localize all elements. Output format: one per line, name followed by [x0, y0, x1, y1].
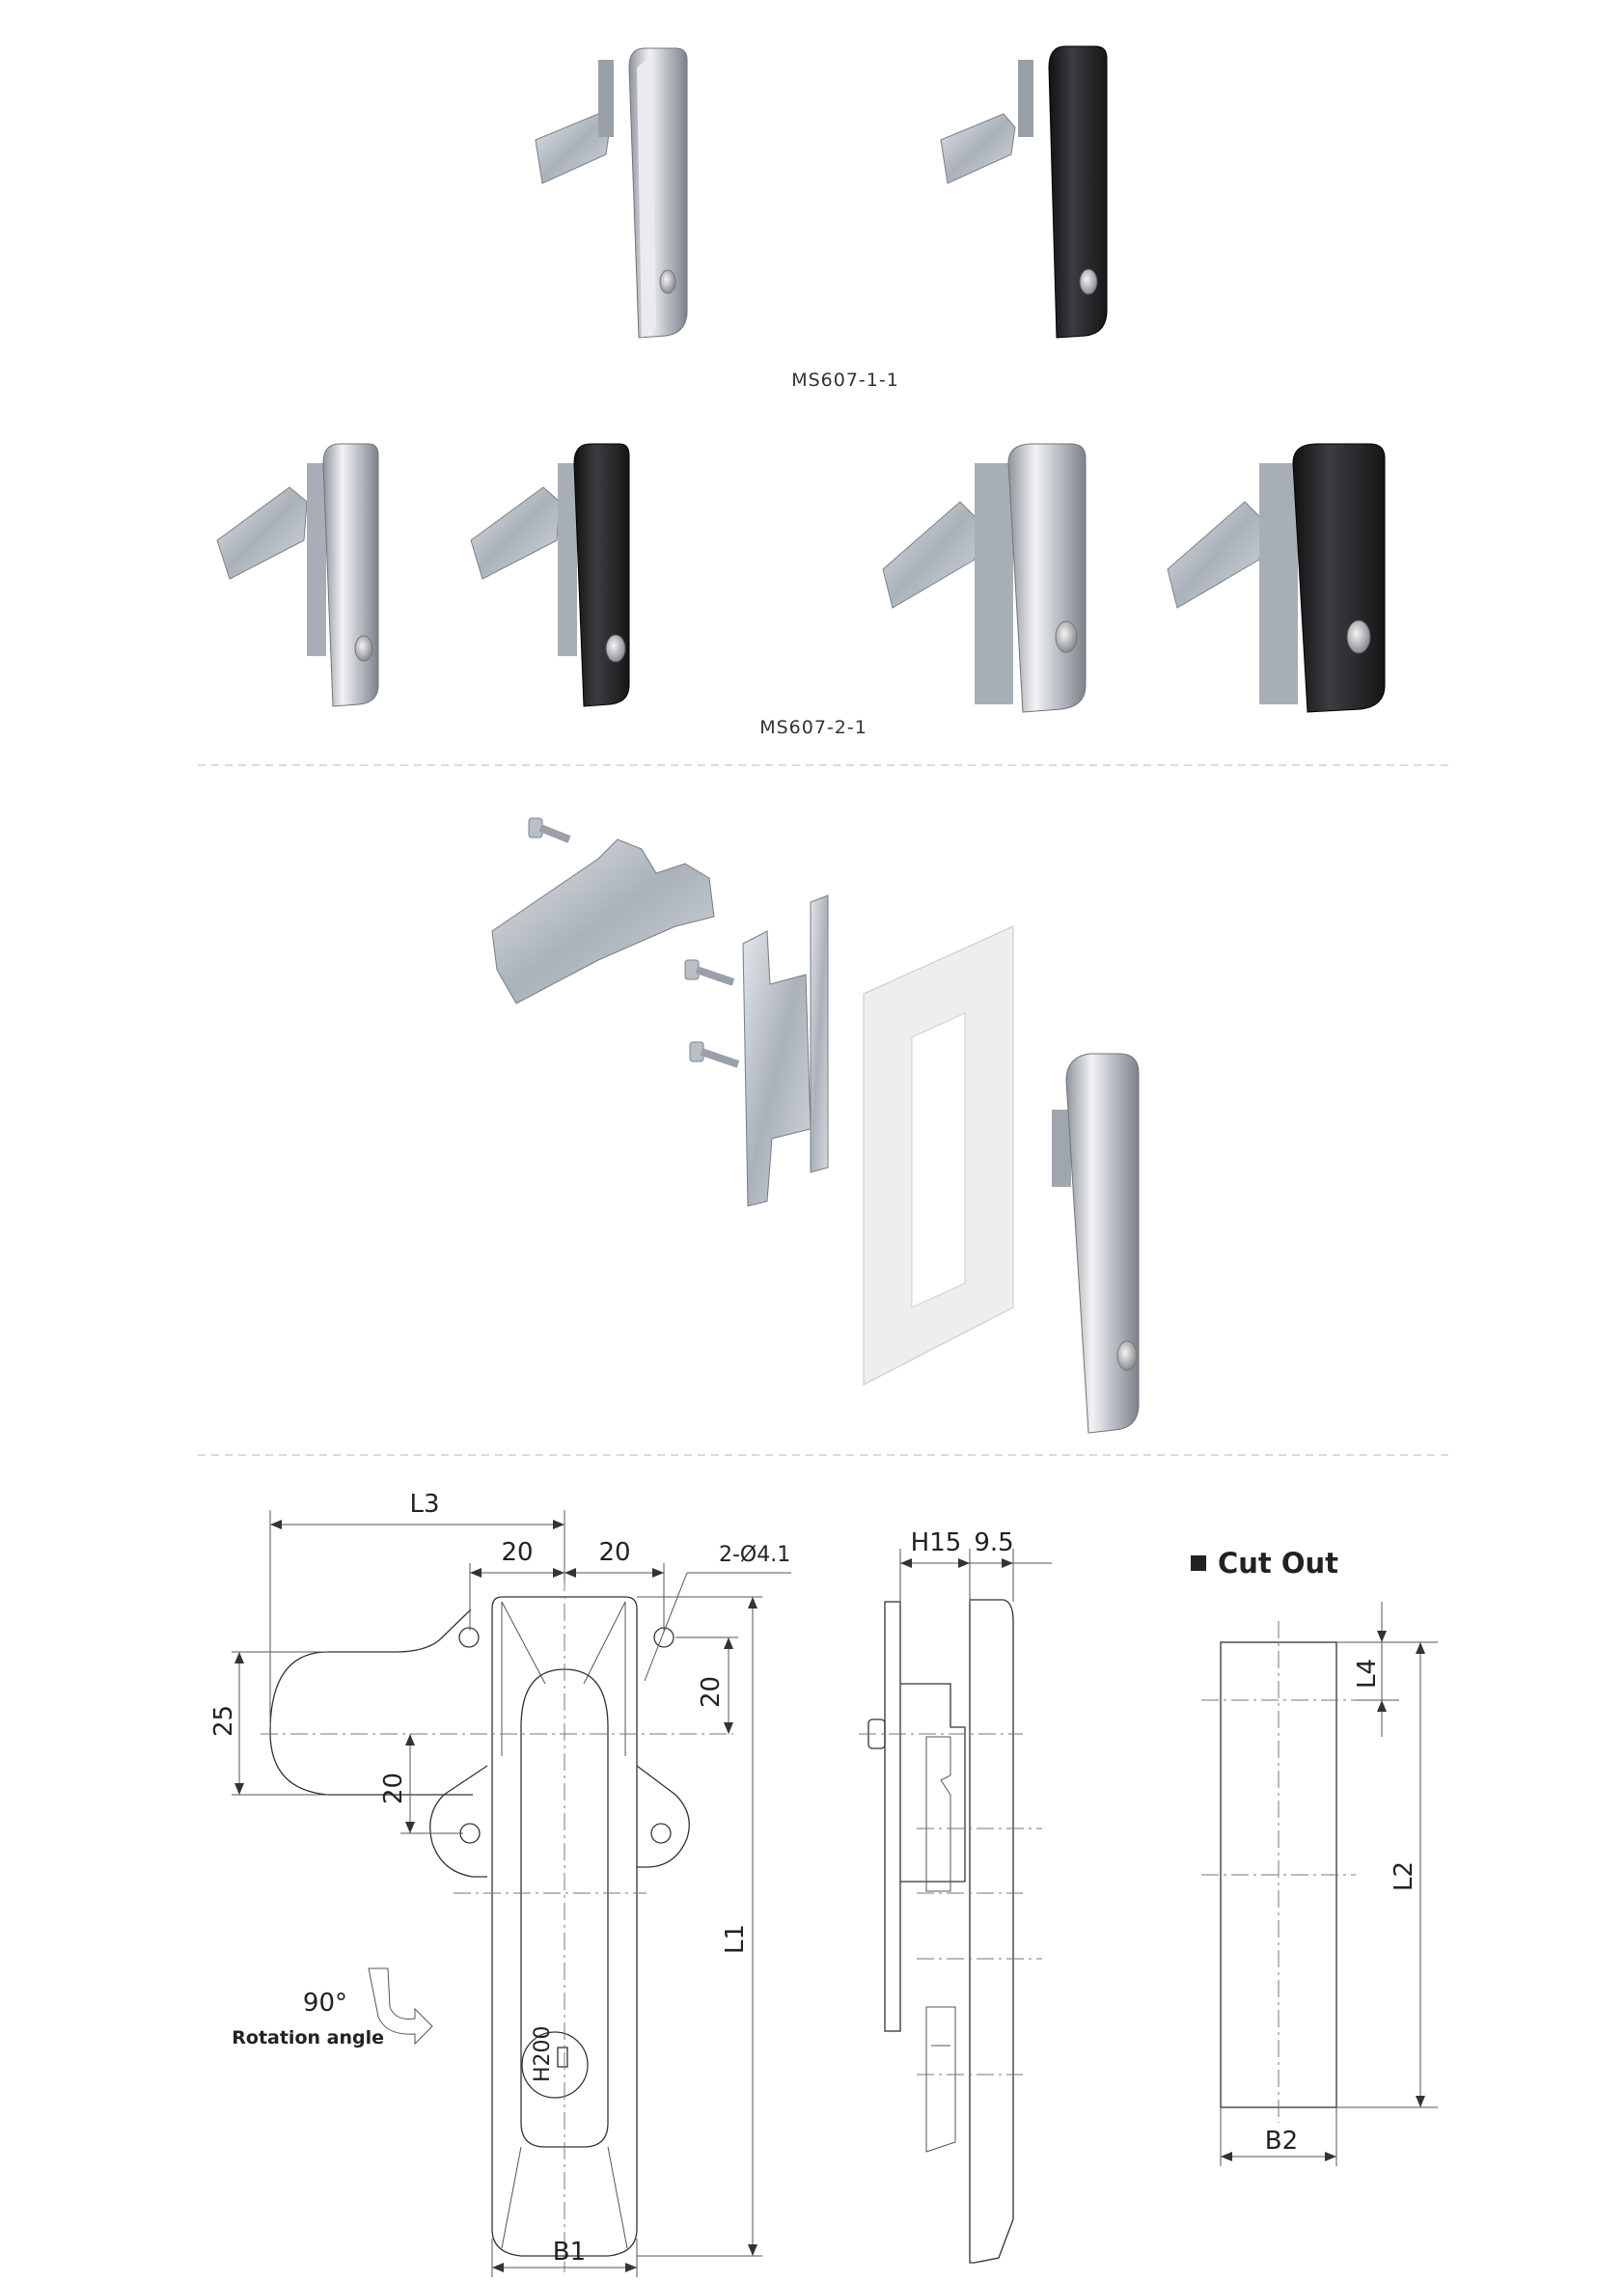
side-bracket [900, 1683, 966, 1883]
drawing-front-view: H200 L3 20 20 2-Ø4.1 20 25 [209, 1490, 791, 2277]
rotation-angle-label: Rotation angle [232, 2027, 384, 2048]
hole-lower-right [650, 1823, 672, 1844]
handle-outline [520, 1668, 609, 2148]
photo-ms607-2-1-black-a [470, 443, 630, 707]
photo-ms607-2-1-chrome-a [216, 443, 379, 707]
side-bezel [969, 1599, 1014, 2264]
lower-tab-left [429, 1765, 488, 1878]
arrows-20-20 [470, 1568, 664, 1578]
arrows-20-left [405, 1734, 415, 1833]
screw-top [528, 817, 571, 843]
handle-body [1052, 1053, 1140, 1434]
dim-20-b: 20 [598, 1538, 630, 1567]
side-latch [925, 2006, 956, 2153]
side-clip [925, 1736, 951, 1892]
cam-outline [269, 1608, 473, 1796]
rotation-indicator: 90° Rotation angle [232, 1967, 433, 2048]
photo-ms607-2-1-black-b [1167, 443, 1386, 713]
dim-9-5: 9.5 [974, 1528, 1013, 1557]
dim-B2: B2 [1265, 2127, 1298, 2156]
leader-holes [644, 1572, 688, 1682]
key-code: H200 [531, 2025, 555, 2082]
model-label-2: MS607-2-1 [759, 717, 867, 738]
drawing-cutout: Cut Out L4 L2 B2 [1191, 1547, 1438, 2166]
exploded-view [491, 817, 1140, 1434]
keyhole [557, 2047, 568, 2068]
dim-B1: B1 [553, 2238, 586, 2267]
photo-ms607-1-1-black [940, 45, 1108, 339]
screw-middle-2 [689, 1041, 740, 1068]
dim-L4: L4 [1353, 1659, 1382, 1689]
arrows-20-right [724, 1637, 733, 1734]
cutout-title: Cut Out [1218, 1547, 1338, 1580]
rotation-arrow-icon [368, 1967, 433, 2046]
hole-upper-left [458, 1627, 480, 1648]
photo-ms607-1-1-chrome [535, 47, 688, 339]
handle-foot [501, 2146, 628, 2249]
mounting-plate [810, 894, 829, 1173]
lower-tab-right [636, 1765, 690, 1868]
dim-20-c: 20 [697, 1676, 726, 1708]
arrows-H15-95 [900, 1558, 1013, 1568]
side-panel [884, 1601, 901, 2032]
key-cylinder [521, 2031, 589, 2099]
dim-H15: H15 [911, 1528, 962, 1557]
panel-cutout [863, 925, 1014, 1386]
dim-L3: L3 [409, 1490, 439, 1519]
dim-L2: L2 [1390, 1861, 1418, 1891]
screw-middle-1 [684, 959, 735, 986]
bezel-facets [501, 1601, 626, 1756]
arrows-B2 [1221, 2152, 1336, 2161]
cam-bracket [491, 839, 715, 1004]
rotation-angle-value: 90° [303, 1989, 347, 2018]
photo-ms607-2-1-chrome-b [882, 443, 1087, 713]
dim-20-a: 20 [501, 1538, 533, 1567]
mounting-bracket [742, 930, 812, 1207]
bezel-outline [491, 1596, 638, 2257]
cutout-title-marker [1191, 1555, 1206, 1571]
dim-25: 25 [209, 1705, 238, 1737]
model-label-1: MS607-1-1 [791, 370, 899, 391]
dim-holes: 2-Ø4.1 [719, 1543, 790, 1567]
dim-L1: L1 [721, 1924, 750, 1954]
dim-20-d: 20 [379, 1773, 408, 1804]
drawing-side-view: H15 9.5 [859, 1528, 1052, 2264]
